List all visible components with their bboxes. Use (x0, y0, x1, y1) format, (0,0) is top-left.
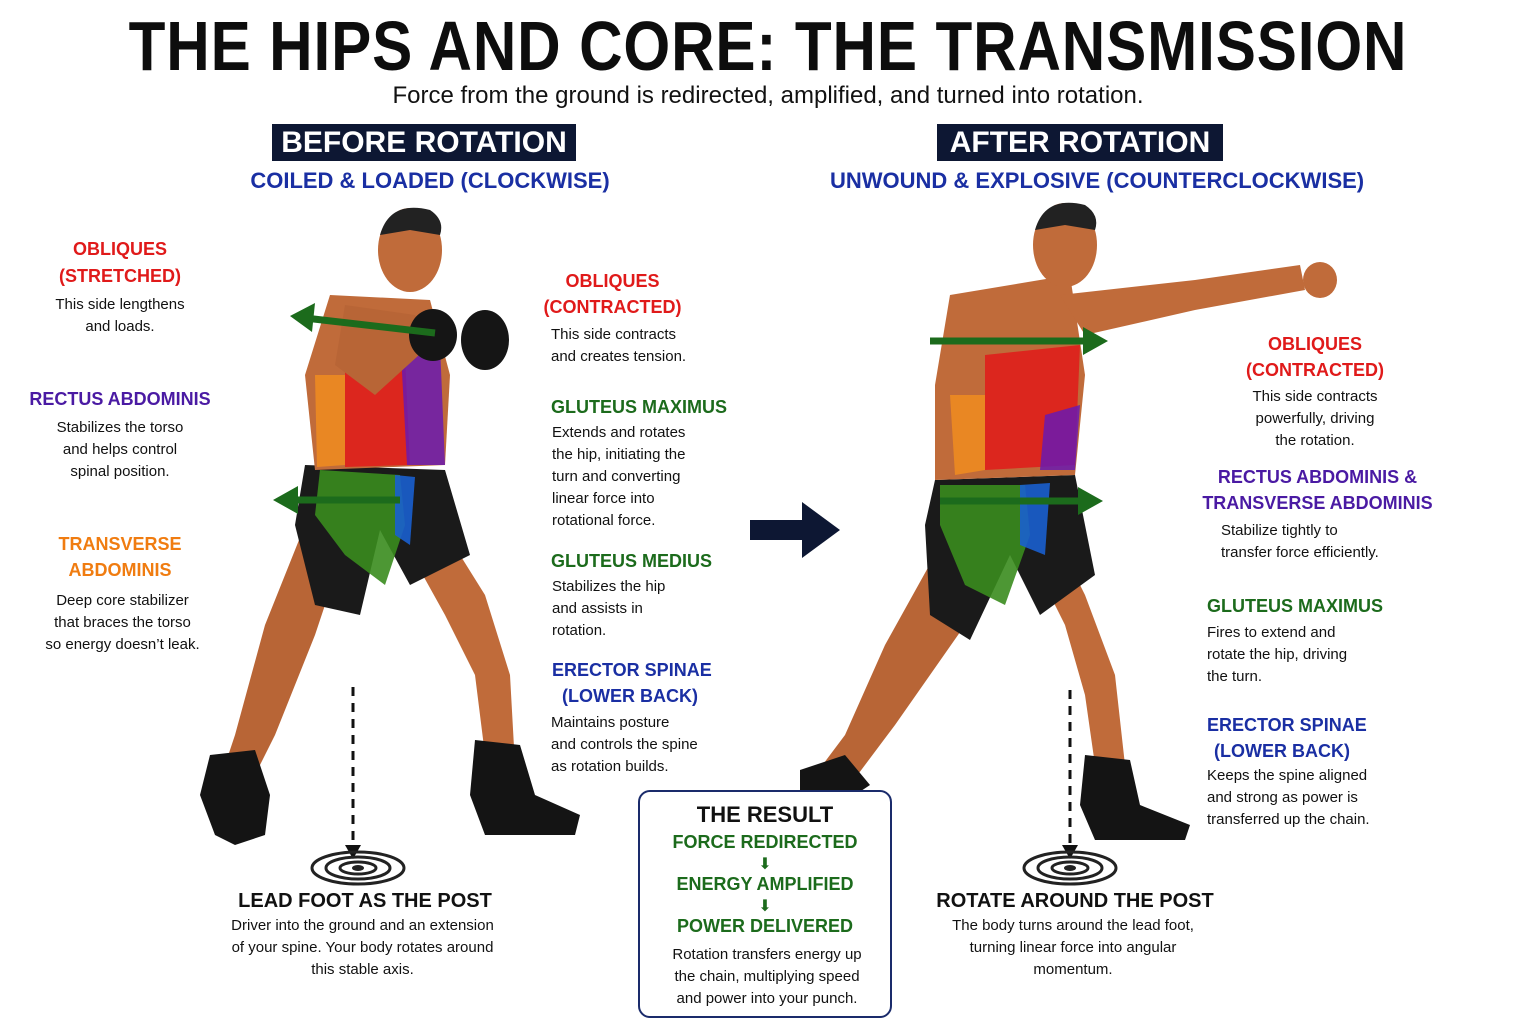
desc-after-obliques: This side contracts powerfully, driving … (1252, 388, 1378, 449)
desc-transverse: Deep core stabilizer that braces the tor… (45, 592, 200, 653)
desc-erector-spinae: Maintains posture and controls the spine… (551, 714, 698, 775)
front-shoe (470, 740, 580, 835)
before-rotation-subheader: COILED & LOADED (CLOCKWISE) (250, 168, 610, 193)
result-desc: Rotation transfers energy up the chain, … (672, 946, 862, 1007)
down-arrow-icon: ⬇ (758, 856, 772, 873)
page-subtitle: Force from the ground is redirected, amp… (392, 82, 1144, 109)
before-rotation-header: BEFORE ROTATION (272, 124, 576, 161)
erector-region (1020, 483, 1050, 555)
desc-after-rectus-transverse: Stabilize tightly to transfer force effi… (1221, 522, 1379, 561)
rectus-region (1040, 405, 1080, 470)
desc-gluteus-medius: Stabilizes the hip and assists in rotati… (552, 578, 666, 639)
desc-after-erector: Keeps the spine aligned and strong as po… (1207, 767, 1370, 828)
glove-front (461, 310, 509, 370)
desc-obliques-stretched: This side lengthens and loads. (55, 296, 185, 335)
hair (1035, 202, 1097, 230)
label-obliques-contracted-title2: (CONTRACTED) (543, 297, 682, 317)
after-rotation-header: AFTER ROTATION (937, 124, 1223, 161)
label-after-rectus-transverse-title2: TRANSVERSE ABDOMINIS (1202, 493, 1433, 513)
boxer-before-illustration (200, 207, 580, 859)
post-target-after (1022, 850, 1118, 886)
label-transverse-title1: TRANSVERSE (58, 534, 182, 554)
transverse-region (950, 395, 985, 475)
label-gluteus-maximus: GLUTEUS MAXIMUS (551, 397, 728, 417)
lead-foot-post-desc: Driver into the ground and an extension … (231, 917, 494, 978)
label-rectus-abdominis: RECTUS ABDOMINIS (29, 389, 211, 409)
label-after-erector-title1: ERECTOR SPINAE (1207, 715, 1367, 735)
post-target-before (310, 850, 406, 886)
result-box: THE RESULT FORCE REDIRECTED ⬇ ENERGY AMP… (638, 790, 892, 1018)
boxer-after-illustration (800, 202, 1337, 859)
page-title: THE HIPS AND CORE: THE TRANSMISSION (128, 7, 1408, 85)
rotation-arrowhead-lower (1078, 487, 1103, 515)
transverse-region (315, 375, 345, 467)
rectus-region (400, 335, 445, 465)
desc-gluteus-maximus: Extends and rotates the hip, initiating … (552, 424, 686, 529)
fist (1303, 262, 1337, 298)
label-after-obliques-title2: (CONTRACTED) (1246, 360, 1384, 380)
desc-obliques-contracted: This side contracts and creates tension. (551, 326, 687, 365)
back-shoe (800, 755, 870, 795)
hair (380, 207, 442, 235)
back-shoe (200, 750, 270, 845)
rotate-around-post-desc: The body turns around the lead foot, tur… (952, 917, 1194, 978)
label-gluteus-medius: GLUTEUS MEDIUS (551, 551, 713, 571)
glute-region (940, 485, 1030, 605)
label-after-obliques-title1: OBLIQUES (1267, 334, 1362, 354)
stretch-arrow-upper (304, 314, 436, 337)
front-shoe (1080, 755, 1190, 840)
lead-foot-post-title: LEAD FOOT AS THE POST (238, 890, 492, 912)
label-after-gluteus-maximus: GLUTEUS MAXIMUS (1207, 596, 1384, 616)
erector-region (395, 475, 415, 545)
result-step-force-redirected: FORCE REDIRECTED (672, 832, 858, 852)
stretch-arrowhead-lower (273, 486, 298, 514)
label-transverse-title2: ABDOMINIS (68, 560, 172, 580)
label-after-rectus-transverse-title1: RECTUS ABDOMINIS & (1217, 467, 1418, 487)
label-erector-spinae-title1: ERECTOR SPINAE (552, 660, 712, 680)
label-after-erector-title2: (LOWER BACK) (1214, 741, 1350, 761)
after-rotation-subheader: UNWOUND & EXPLOSIVE (COUNTERCLOCKWISE) (830, 168, 1365, 193)
rotation-arrowhead-upper (1083, 327, 1108, 355)
stretch-arrowhead-upper (290, 303, 315, 332)
result-step-energy-amplified: ENERGY AMPLIFIED (676, 874, 854, 894)
label-erector-spinae-title2: (LOWER BACK) (562, 686, 698, 706)
punching-arm (1060, 265, 1305, 335)
label-obliques-stretched-title1: OBLIQUES (72, 239, 167, 259)
rotate-around-post-title: ROTATE AROUND THE POST (936, 890, 1214, 912)
desc-rectus-abdominis: Stabilizes the torso and helps control s… (56, 419, 184, 480)
down-arrow-icon: ⬇ (758, 898, 772, 915)
result-step-power-delivered: POWER DELIVERED (676, 916, 854, 936)
desc-after-gluteus-maximus: Fires to extend and rotate the hip, driv… (1207, 624, 1348, 685)
result-title: THE RESULT (696, 802, 834, 827)
label-obliques-stretched-title2: (STRETCHED) (59, 266, 181, 286)
transition-arrow-icon (750, 502, 840, 558)
label-obliques-contracted-title1: OBLIQUES (565, 271, 660, 291)
